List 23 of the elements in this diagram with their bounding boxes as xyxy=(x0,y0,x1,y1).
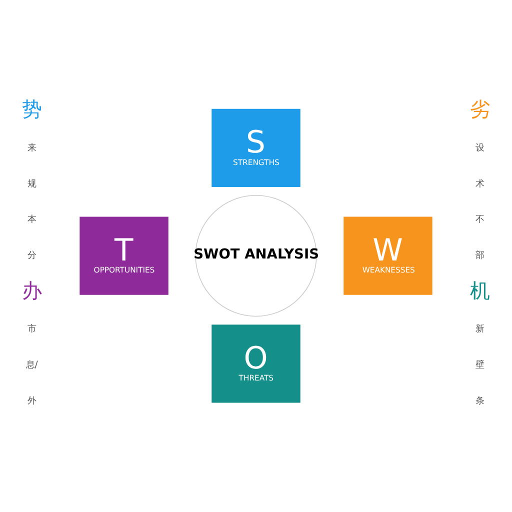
label: 壁 xyxy=(476,360,485,371)
label: 条 xyxy=(476,396,485,407)
label: 外 xyxy=(27,396,36,407)
node-box: W WEAKNESSES xyxy=(344,216,432,295)
label: 规 xyxy=(27,178,36,190)
label: 新 xyxy=(476,324,485,335)
label: 设 xyxy=(476,142,485,154)
label: 息/ xyxy=(26,360,38,371)
label: 市 xyxy=(27,324,36,335)
node-box: O THREATS xyxy=(212,324,300,403)
label: 办 xyxy=(22,279,42,302)
label: 机 xyxy=(470,279,490,302)
label: 分 xyxy=(27,250,36,262)
label: 劣 xyxy=(470,98,490,122)
label: 部 xyxy=(476,250,485,262)
label: 来 xyxy=(27,142,36,154)
label: 势 xyxy=(22,98,42,122)
label: 术 xyxy=(476,178,485,190)
label: 本 xyxy=(27,214,36,226)
label: 不 xyxy=(476,214,485,226)
node-box: T OPPORTUNITIES xyxy=(80,216,168,295)
node-box: S STRENGTHS xyxy=(212,108,300,187)
node-circle: SWOT ANALYSIS xyxy=(195,194,317,317)
